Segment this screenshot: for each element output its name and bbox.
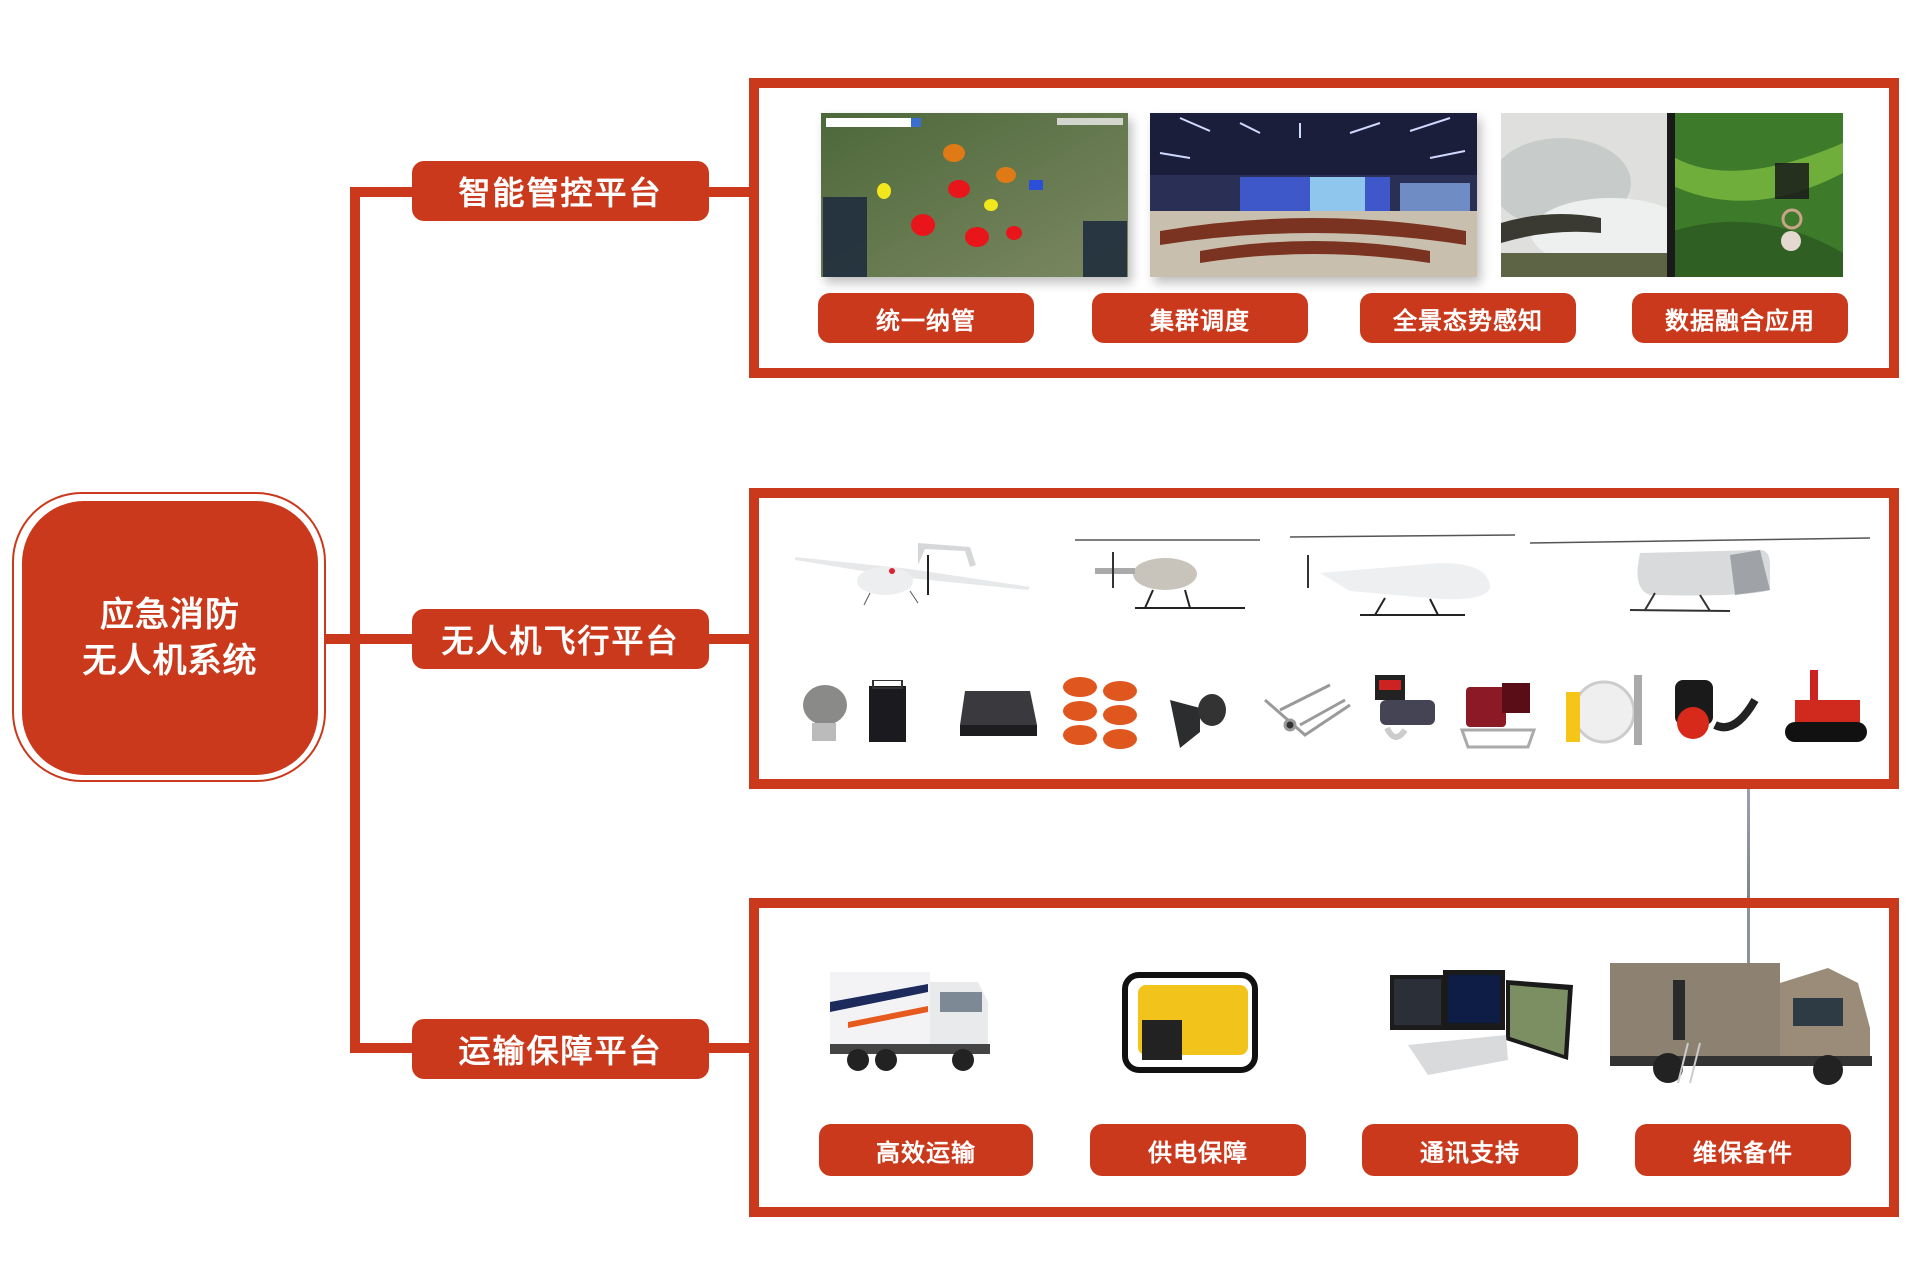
frame-connector-3 bbox=[708, 1043, 753, 1053]
electric-winch bbox=[1365, 670, 1445, 750]
platform-label-transport: 运输保障平台 bbox=[412, 1019, 709, 1079]
small-unmanned-helicopter bbox=[1075, 538, 1260, 613]
cargo-hook-frame bbox=[1260, 675, 1355, 750]
command-center-photo bbox=[1150, 113, 1477, 277]
root-connector bbox=[326, 634, 360, 644]
branch-line-3 bbox=[350, 1043, 414, 1053]
tri-screen-rugged-laptop bbox=[1388, 965, 1578, 1075]
maintenance-command-vehicle bbox=[1608, 948, 1883, 1088]
portable-fire-pump bbox=[1458, 675, 1538, 750]
satellite-terrain-map bbox=[1667, 113, 1843, 277]
root-title-line1: 应急消防 bbox=[100, 595, 240, 635]
power-generator bbox=[1120, 965, 1260, 1080]
feature-communication-support: 通讯支持 bbox=[1362, 1124, 1578, 1176]
feature-data-fusion: 数据融合应用 bbox=[1632, 293, 1848, 343]
trunk-vertical-line bbox=[350, 187, 360, 1053]
feature-maintenance-spares: 维保备件 bbox=[1635, 1124, 1851, 1176]
tandem-rotor-unmanned-helicopter bbox=[1530, 535, 1870, 615]
feature-power-supply: 供电保障 bbox=[1090, 1124, 1306, 1176]
frame-connector-1 bbox=[708, 187, 753, 197]
feature-situational-awareness: 全景态势感知 bbox=[1360, 293, 1576, 343]
transport-truck bbox=[828, 962, 1018, 1078]
feature-unified-management: 统一纳管 bbox=[818, 293, 1034, 343]
fire-hose-and-nozzle bbox=[1562, 670, 1652, 750]
antenna-mast-inner bbox=[1747, 908, 1750, 978]
satellite-dish bbox=[800, 683, 850, 743]
root-title-line2: 无人机系统 bbox=[82, 641, 258, 681]
medium-unmanned-helicopter bbox=[1290, 533, 1515, 618]
vtol-fixed-wing-drone bbox=[790, 535, 1040, 605]
data-link-box bbox=[955, 683, 1040, 738]
loudspeaker bbox=[1170, 680, 1230, 750]
platform-label-flight: 无人机飞行平台 bbox=[412, 609, 709, 669]
antenna-mast bbox=[1747, 789, 1750, 949]
map-management-screenshot bbox=[821, 113, 1128, 277]
root-node: 应急消防 无人机系统 bbox=[22, 501, 318, 775]
frame-connector-2 bbox=[708, 634, 753, 644]
feature-efficient-transport: 高效运输 bbox=[819, 1124, 1033, 1176]
branch-line-2 bbox=[350, 634, 414, 644]
fire-extinguisher-bombs bbox=[1060, 675, 1145, 750]
wildfire-smoke-video bbox=[1501, 113, 1667, 277]
backpack-blower bbox=[1665, 675, 1760, 750]
radio-transceiver bbox=[865, 680, 910, 745]
flight-platform-frame bbox=[749, 488, 1899, 789]
firefighting-robot bbox=[1780, 670, 1870, 750]
branch-line-1 bbox=[350, 187, 414, 197]
feature-cluster-dispatch: 集群调度 bbox=[1092, 293, 1308, 343]
platform-label-management: 智能管控平台 bbox=[412, 161, 709, 221]
